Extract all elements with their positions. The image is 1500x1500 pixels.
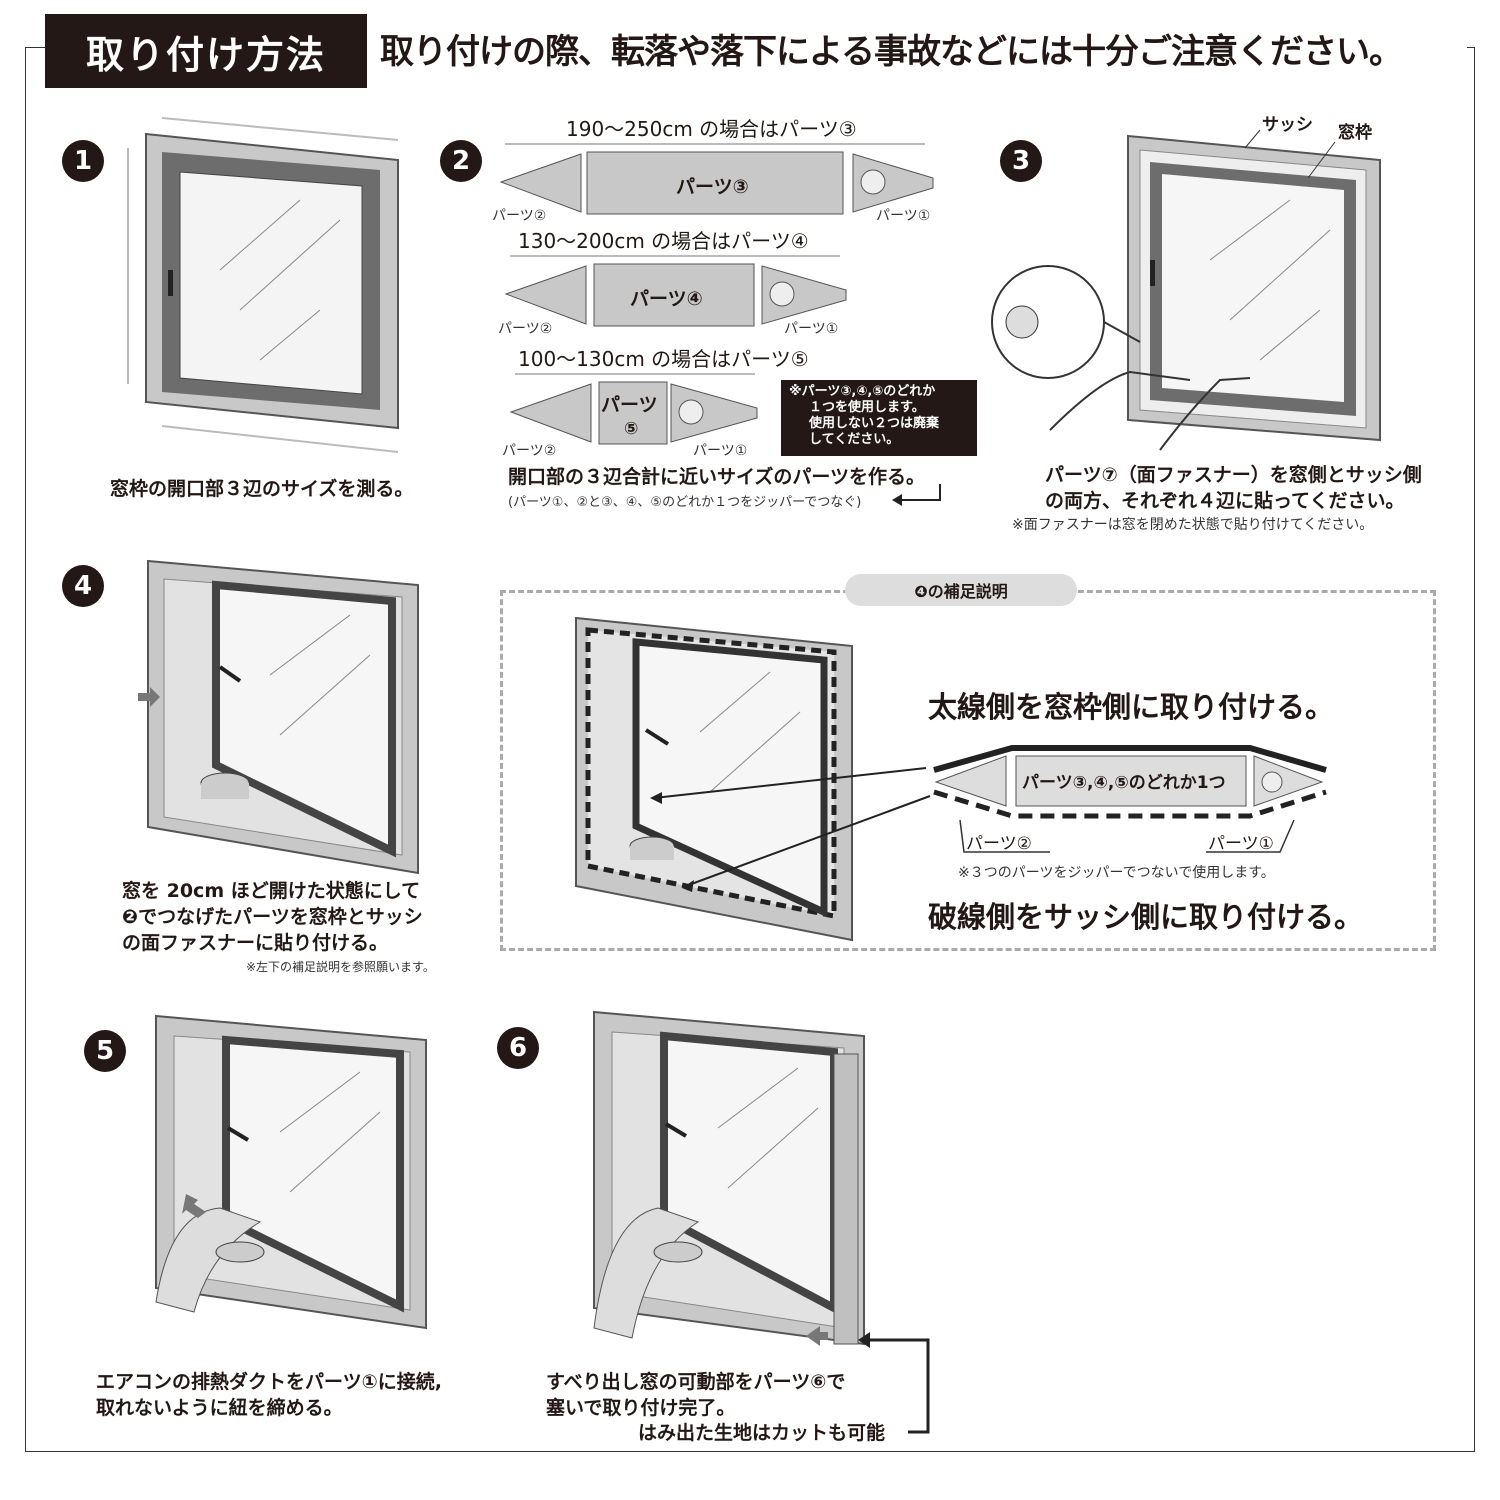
step-2-subcaption: (パーツ①、②と③、④、⑤のどれか１つをジッパーでつなぐ) [508,495,862,510]
part-5-number: ⑤ [624,419,639,439]
part-1-label-b: パーツ① [784,321,839,337]
supplement-parts-middle: パーツ③,④,⑤のどれか1つ [1022,773,1226,793]
step-2-caption: 開口部の３辺合計に近いサイズのパーツを作る。 [508,466,926,488]
step-4-window-illustration [138,559,419,875]
dashed-line-instruction: 破線側をサッシ側に取り付ける。 [928,900,1364,934]
size-range-2: 130〜200cm の場合はパーツ④ [518,229,809,253]
step-6-window-illustration [593,1010,930,1434]
supplement-pill: ❹の補足説明 [845,574,1077,606]
step-1-number: 1 [62,140,104,182]
size-range-1: 190〜250cm の場合はパーツ③ [566,117,857,141]
return-arrow [892,484,941,506]
parts-set-3 [499,143,934,215]
step-4-note: ※左下の補足説明を参照願います。 [246,960,435,974]
label-sash: サッシ [1262,115,1313,135]
part-4-label: パーツ④ [630,288,703,310]
step-2-number: 2 [440,140,482,182]
part-1-label-a: パーツ① [876,208,931,224]
header-mask [367,30,1467,70]
supplement-window-illustration [575,616,853,942]
step-6-cut-note: はみ出た生地はカットも可能 [638,1422,886,1444]
step-6-number: 6 [497,1027,539,1069]
step-6-caption-line-2: 塞いで取り付け完了。 [546,1397,736,1419]
step-3-note: ※面ファスナーは窓を閉めた状態で貼り付けてください。 [1012,517,1374,533]
parts-set-5 [509,373,758,445]
supplement-part-1: パーツ① [1208,834,1274,854]
step-1-window-illustration [127,117,399,453]
step-3-number: 3 [1000,140,1042,182]
page-title: 取り付け方法 [45,14,367,88]
step-5-caption-line-2: 取れないように紐を締める。 [96,1397,343,1419]
step-5-caption-line-1: エアコンの排熱ダクトをパーツ①に接続, [96,1371,442,1393]
part-2-label-c: パーツ② [502,443,557,459]
step-3-caption-line-1: パーツ⑦（面ファスナー）を窓側とサッシ側 [1045,464,1422,486]
parts-usage-note: ※パーツ③,④,⑤のどれか １つを使用します。 使用しない２つは廃棄 してくださ… [781,380,977,456]
part-2-label-b: パーツ② [498,321,553,337]
label-window-frame: 窓枠 [1338,123,1372,143]
step-1-caption: 窓枠の開口部３辺のサイズを測る。 [110,478,414,500]
part-3-label: パーツ③ [676,176,749,198]
thick-line-instruction: 太線側を窓枠側に取り付ける。 [928,690,1335,724]
step-5-number: 5 [84,1030,126,1072]
step-4-caption-line-1: 窓を 20cm ほど開けた状態にして [122,880,421,902]
safety-warning: 取り付けの際、転落や落下による事故などには十分ご注意ください。 [380,32,1403,72]
step-4-caption-line-2: ❷でつなげたパーツを窓枠とサッシ [122,906,423,928]
part-2-label-a: パーツ② [492,208,547,224]
step-3-caption-line-2: の両方、それぞれ４辺に貼ってください。 [1045,490,1405,512]
part-1-label-c: パーツ① [693,443,748,459]
step-4-number: 4 [62,565,104,607]
supplement-part-2: パーツ② [966,834,1032,854]
parts-set-4 [504,255,847,327]
step-5-window-illustration [155,1014,427,1330]
step-3-window-illustration [991,129,1381,451]
part-5-label: パーツ [601,394,658,416]
supplement-note: ※３つのパーツをジッパーでつないで使用します。 [958,865,1275,881]
step-6-caption-line-1: すべり出し窓の可動部をパーツ⑥で [546,1371,846,1393]
size-range-3: 100〜130cm の場合はパーツ⑤ [518,347,809,371]
joined-parts-diagram [650,745,1327,892]
step-4-caption-line-3: の面ファスナーに貼り付ける。 [122,932,389,954]
